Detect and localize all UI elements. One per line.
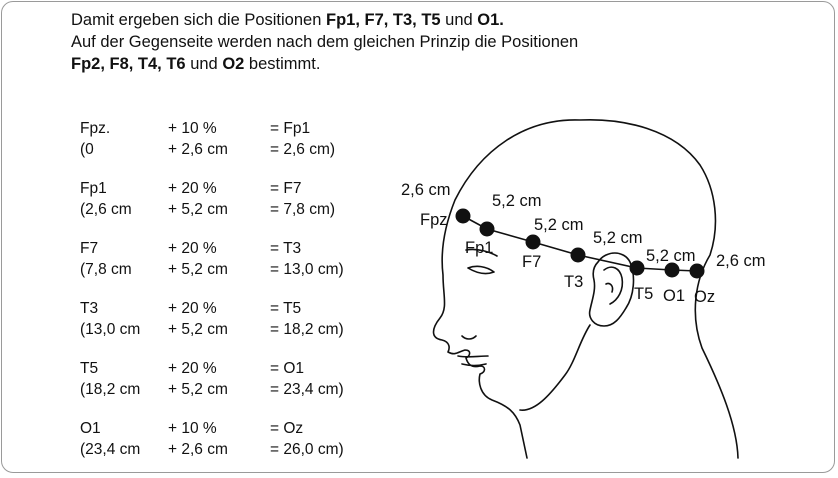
calc-step-cm: + 2,6 cm — [168, 441, 228, 458]
intro-text: Damit ergeben sich die Positionen Fp1, F… — [71, 9, 578, 75]
intro-line1-mid: und — [440, 11, 478, 29]
label-fp1: Fp1 — [465, 239, 493, 257]
calc-start-cm: (23,4 cm — [80, 441, 141, 458]
calc-step-cm: + 5,2 cm — [168, 201, 228, 218]
eye — [467, 265, 495, 275]
distance-o1-oz: 2,6 cm — [716, 252, 766, 270]
calc-start: O1 — [80, 420, 101, 437]
calc-result: = O1 — [270, 360, 305, 377]
electrode-t5 — [629, 260, 645, 276]
distance-fp1-f7: 5,2 cm — [492, 192, 542, 210]
calc-result: = T3 — [270, 240, 302, 257]
intro-line3-bold2: O2 — [222, 55, 245, 73]
calc-start-cm: (13,0 cm — [80, 321, 141, 338]
label-t3: T3 — [564, 273, 583, 291]
calc-step-cm: + 2,6 cm — [168, 141, 228, 158]
calc-start: Fpz. — [80, 120, 111, 137]
calc-result: = F7 — [270, 180, 302, 197]
distance-t3-t5: 5,2 cm — [593, 229, 643, 247]
calc-start-cm: (7,8 cm — [80, 261, 132, 278]
electrode-oz — [689, 263, 705, 279]
label-f7: F7 — [522, 253, 541, 271]
intro-line1-bold2: O1. — [477, 11, 504, 29]
intro-line3-bold: Fp2, F8, T4, T6 — [71, 55, 186, 73]
calc-step: + 10 % — [168, 420, 217, 437]
intro-line3-mid: und — [185, 55, 223, 73]
intro-line1-plain: Damit ergeben sich die Positionen — [71, 11, 326, 29]
ear-outer — [588, 252, 635, 327]
calc-step: + 10 % — [168, 120, 217, 137]
calc-start-cm: (0 — [80, 141, 94, 158]
eyebrow — [465, 248, 498, 257]
intro-line-3: Fp2, F8, T4, T6 und O2 bestimmt. — [71, 53, 578, 75]
calc-result-cm: = 13,0 cm) — [270, 261, 344, 278]
jaw-neck-outline — [519, 324, 591, 411]
calc-result-cm: = 7,8 cm) — [270, 201, 336, 218]
calc-start-cm: (2,6 cm — [80, 201, 132, 218]
intro-line-1: Damit ergeben sich die Positionen Fp1, F… — [71, 9, 578, 31]
label-oz: Oz — [694, 288, 715, 306]
mouth — [457, 355, 489, 367]
calc-start: T5 — [80, 360, 99, 377]
calc-start: T3 — [80, 300, 99, 317]
label-fpz: Fpz — [420, 211, 448, 229]
distance-f7-t3: 5,2 cm — [534, 216, 584, 234]
intro-line1-bold: Fp1, F7, T3, T5 — [325, 11, 441, 29]
calc-result-cm: = 18,2 cm) — [270, 321, 344, 338]
calc-result: = Oz — [270, 420, 304, 437]
calc-step: + 20 % — [168, 180, 217, 197]
calc-start: Fp1 — [80, 180, 107, 197]
calc-result-cm: = 23,4 cm) — [270, 381, 344, 398]
nostril — [461, 335, 477, 340]
ear-inner — [603, 266, 624, 305]
calc-result-cm: = 2,6 cm) — [270, 141, 336, 158]
distance-t5-o1: 5,2 cm — [646, 247, 696, 265]
calc-step: + 20 % — [168, 360, 217, 377]
label-t5: T5 — [634, 285, 653, 303]
calc-step-cm: + 5,2 cm — [168, 381, 228, 398]
label-o1: O1 — [663, 287, 685, 305]
calc-result: = T5 — [270, 300, 302, 317]
calc-start: F7 — [80, 240, 99, 257]
calc-result: = Fp1 — [270, 120, 311, 137]
distance-fpz-fp1: 2,6 cm — [401, 181, 451, 199]
calc-step: + 20 % — [168, 240, 217, 257]
calc-step: + 20 % — [168, 300, 217, 317]
calc-step-cm: + 5,2 cm — [168, 261, 228, 278]
head-outline — [432, 118, 739, 459]
calc-start-cm: (18,2 cm — [80, 381, 141, 398]
electrode-o1 — [664, 262, 680, 278]
intro-line3-end: bestimmt. — [244, 55, 321, 73]
electrode-t3 — [570, 247, 586, 263]
electrode-f7 — [525, 234, 541, 250]
intro-line-2: Auf der Gegenseite werden nach dem gleic… — [71, 33, 579, 51]
electrode-fpz — [455, 208, 471, 224]
calc-result-cm: = 26,0 cm) — [270, 441, 344, 458]
electrode-fp1 — [479, 221, 495, 237]
calc-step-cm: + 5,2 cm — [168, 321, 228, 338]
